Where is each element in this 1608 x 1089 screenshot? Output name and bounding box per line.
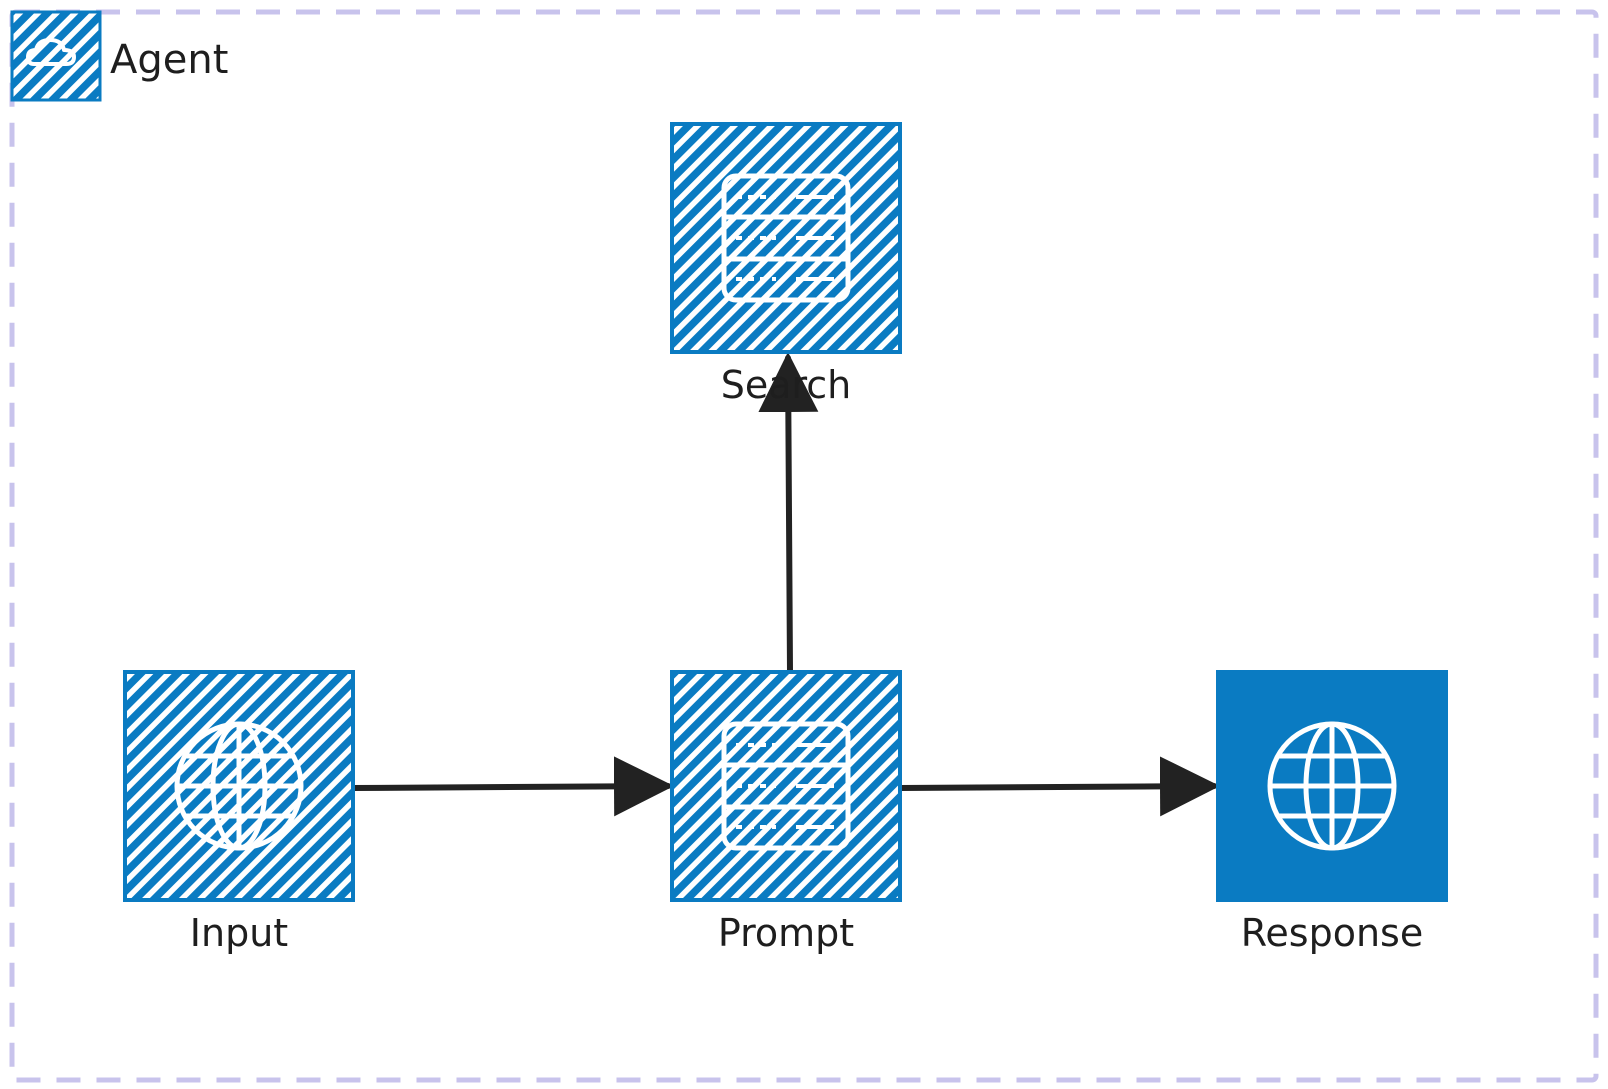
node-label: Search — [721, 363, 852, 407]
cluster-label: Agent — [110, 37, 228, 83]
node-label: Prompt — [718, 911, 854, 955]
node-input[interactable]: Input — [123, 670, 355, 955]
globe-icon — [174, 721, 304, 851]
node-label: Response — [1241, 911, 1424, 955]
node-label: Input — [190, 911, 288, 955]
edge-input-to-prompt — [350, 756, 674, 817]
server-icon — [721, 173, 851, 303]
cloud-icon — [10, 10, 102, 102]
node-box — [670, 670, 902, 902]
edge-prompt-to-response — [897, 756, 1220, 817]
edge-prompt-to-search — [758, 352, 819, 675]
server-icon — [721, 721, 851, 851]
edges-layer — [350, 352, 1220, 817]
node-prompt[interactable]: Prompt — [670, 670, 902, 955]
cluster-agent: Agent — [9, 9, 1599, 1083]
globe-icon — [1267, 721, 1397, 851]
node-search[interactable]: Search — [670, 122, 902, 407]
node-response[interactable]: Response — [1216, 670, 1448, 955]
node-box — [670, 122, 902, 354]
cluster-border — [9, 9, 1599, 1083]
